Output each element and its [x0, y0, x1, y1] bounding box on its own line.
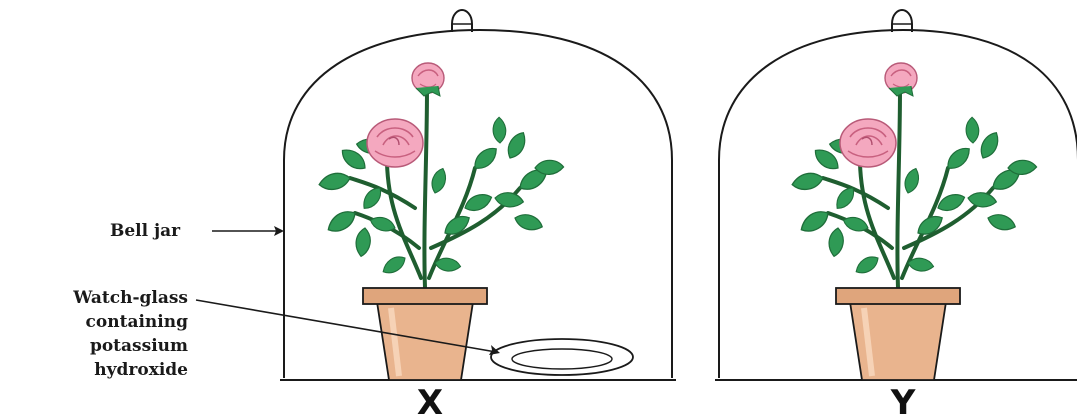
setup-x: X	[280, 10, 676, 414]
bell-jar-label: Bell jar	[110, 221, 181, 241]
rose-plant-x	[319, 63, 564, 380]
setup-label-y: Y	[890, 383, 916, 414]
watch-glass-label-line-2: containing	[86, 312, 189, 332]
watch-glass-label-line-3: potassium	[90, 336, 188, 356]
watch-glass	[491, 339, 633, 375]
bell-jar-callout: Bell jar	[110, 221, 284, 241]
rose-plant-y	[792, 63, 1037, 380]
setup-label-x: X	[417, 383, 443, 414]
bell-jar-y-knob	[892, 10, 912, 32]
watch-glass-label-line-1: Watch-glass	[72, 288, 188, 308]
setup-y: Y	[715, 10, 1077, 414]
bell-jar-x-knob	[452, 10, 472, 32]
watch-glass-label-line-4: hydroxide	[94, 360, 188, 380]
